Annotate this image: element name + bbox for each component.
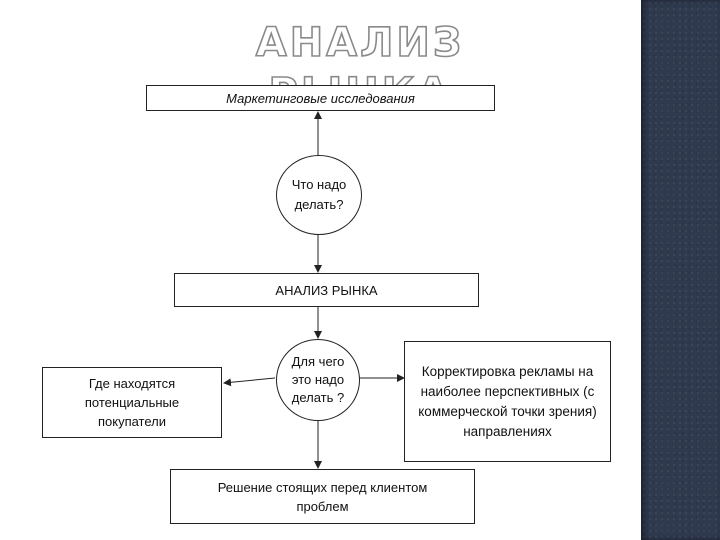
solving-problems-box: Решение стоящих перед клиентом проблем — [170, 469, 475, 524]
side-panel — [638, 0, 720, 540]
why-do-it-circle: Для чего это надо делать ? — [276, 339, 360, 421]
ad-correction-box: Корректировка рекламы на наиболее перспе… — [404, 341, 611, 462]
what-to-do-circle: Что надо делать? — [276, 155, 362, 235]
arrow-to-customers — [223, 377, 276, 387]
market-analysis-box: АНАЛИЗ РЫНКА — [174, 273, 479, 307]
where-customers-box: Где находятся потенциальные покупатели — [42, 367, 222, 438]
marketing-research-box: Маркетинговые исследования — [146, 85, 495, 111]
